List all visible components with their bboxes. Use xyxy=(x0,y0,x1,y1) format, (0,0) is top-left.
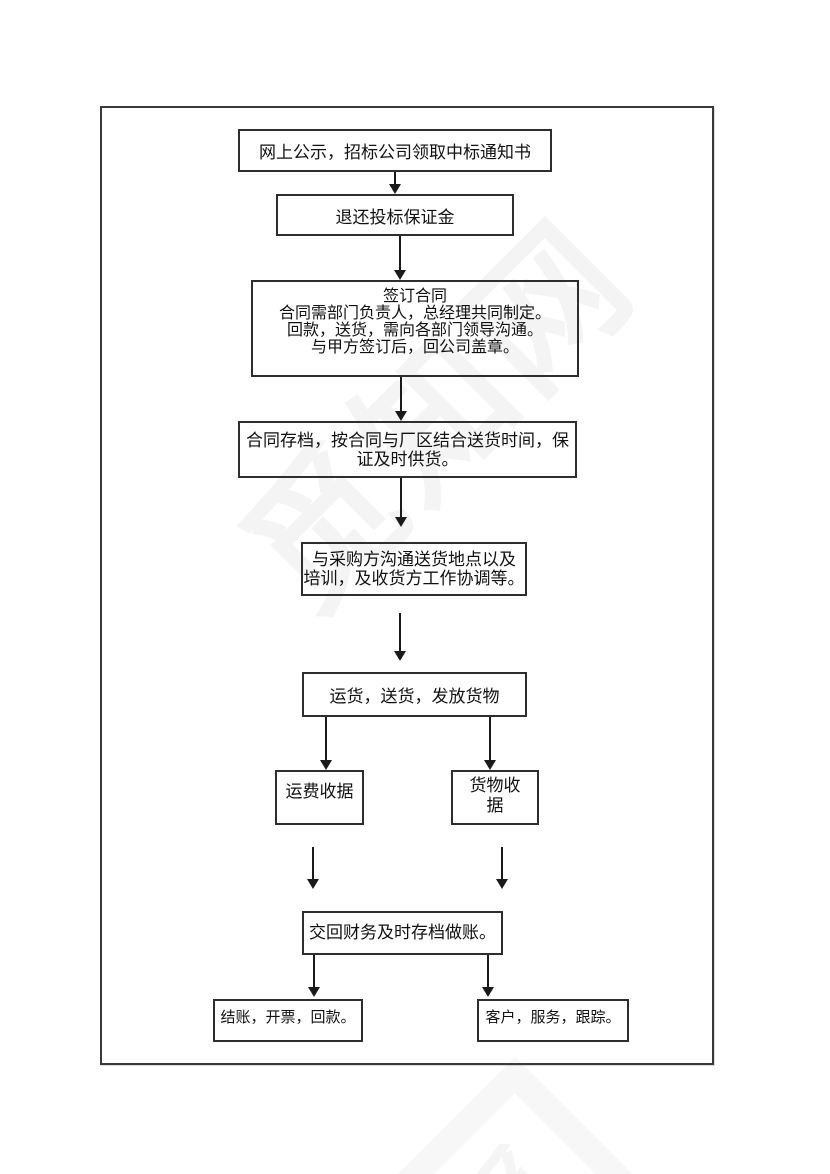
arrow-goods-receipt-to-finance xyxy=(496,847,508,889)
arrow-stem xyxy=(312,847,314,880)
arrow-finance-to-settle xyxy=(308,955,320,997)
arrow-head-icon xyxy=(395,411,407,421)
node-finance: 交回财务及时存档做账。 xyxy=(302,911,503,955)
arrow-stem xyxy=(400,377,402,412)
watermark-bottom-logo xyxy=(366,1056,664,1174)
arrow-head-icon xyxy=(308,987,320,997)
node-ship: 运货，送货，发放货物 xyxy=(302,672,527,717)
arrow-head-icon xyxy=(394,651,406,661)
node-settle: 结账，开票，回款。 xyxy=(213,999,363,1042)
arrow-stem xyxy=(501,847,503,880)
arrow-archive-to-communicate xyxy=(395,478,407,527)
node-freight-receipt: 运费收据 xyxy=(275,770,364,825)
arrow-stem xyxy=(487,955,489,988)
node-goods-receipt: 货物收 据 xyxy=(451,770,539,825)
diagram-border xyxy=(100,106,714,1065)
arrow-head-icon xyxy=(320,760,332,770)
arrow-stem xyxy=(489,717,491,761)
arrow-head-icon xyxy=(484,760,496,770)
node-announce: 网上公示，招标公司领取中标通知书 xyxy=(238,129,552,172)
arrow-announce-to-refund xyxy=(389,172,401,194)
arrow-stem xyxy=(399,236,401,271)
arrow-refund-to-sign xyxy=(394,236,406,280)
node-customer: 客户，服务，跟踪。 xyxy=(477,999,629,1042)
arrow-sign-to-archive xyxy=(395,377,407,421)
arrow-stem xyxy=(400,478,402,518)
node-refund: 退还投标保证金 xyxy=(276,194,514,236)
arrow-stem xyxy=(325,717,327,761)
arrow-stem xyxy=(313,955,315,988)
arrow-freight-receipt-to-finance xyxy=(307,847,319,889)
arrow-head-icon xyxy=(307,879,319,889)
arrow-head-icon xyxy=(482,987,494,997)
arrow-communicate-to-ship xyxy=(394,613,406,661)
node-archive: 合同存档，按合同与厂区结合送货时间，保 证及时供货。 xyxy=(238,421,577,478)
node-sign-contract: 签订合同 合同需部门负责人，总经理共同制定。 回款，送货，需向各部门领导沟通。 … xyxy=(251,280,579,377)
arrow-stem xyxy=(399,613,401,652)
arrow-ship-to-freight-receipt xyxy=(320,717,332,770)
arrow-head-icon xyxy=(389,184,401,194)
arrow-finance-to-customer xyxy=(482,955,494,997)
node-communicate: 与采购方沟通送货地点以及 培训，及收货方工作协调等。 xyxy=(301,542,527,596)
arrow-ship-to-goods-receipt xyxy=(484,717,496,770)
arrow-head-icon xyxy=(394,270,406,280)
arrow-stem xyxy=(394,172,396,185)
arrow-head-icon xyxy=(496,879,508,889)
arrow-head-icon xyxy=(395,517,407,527)
